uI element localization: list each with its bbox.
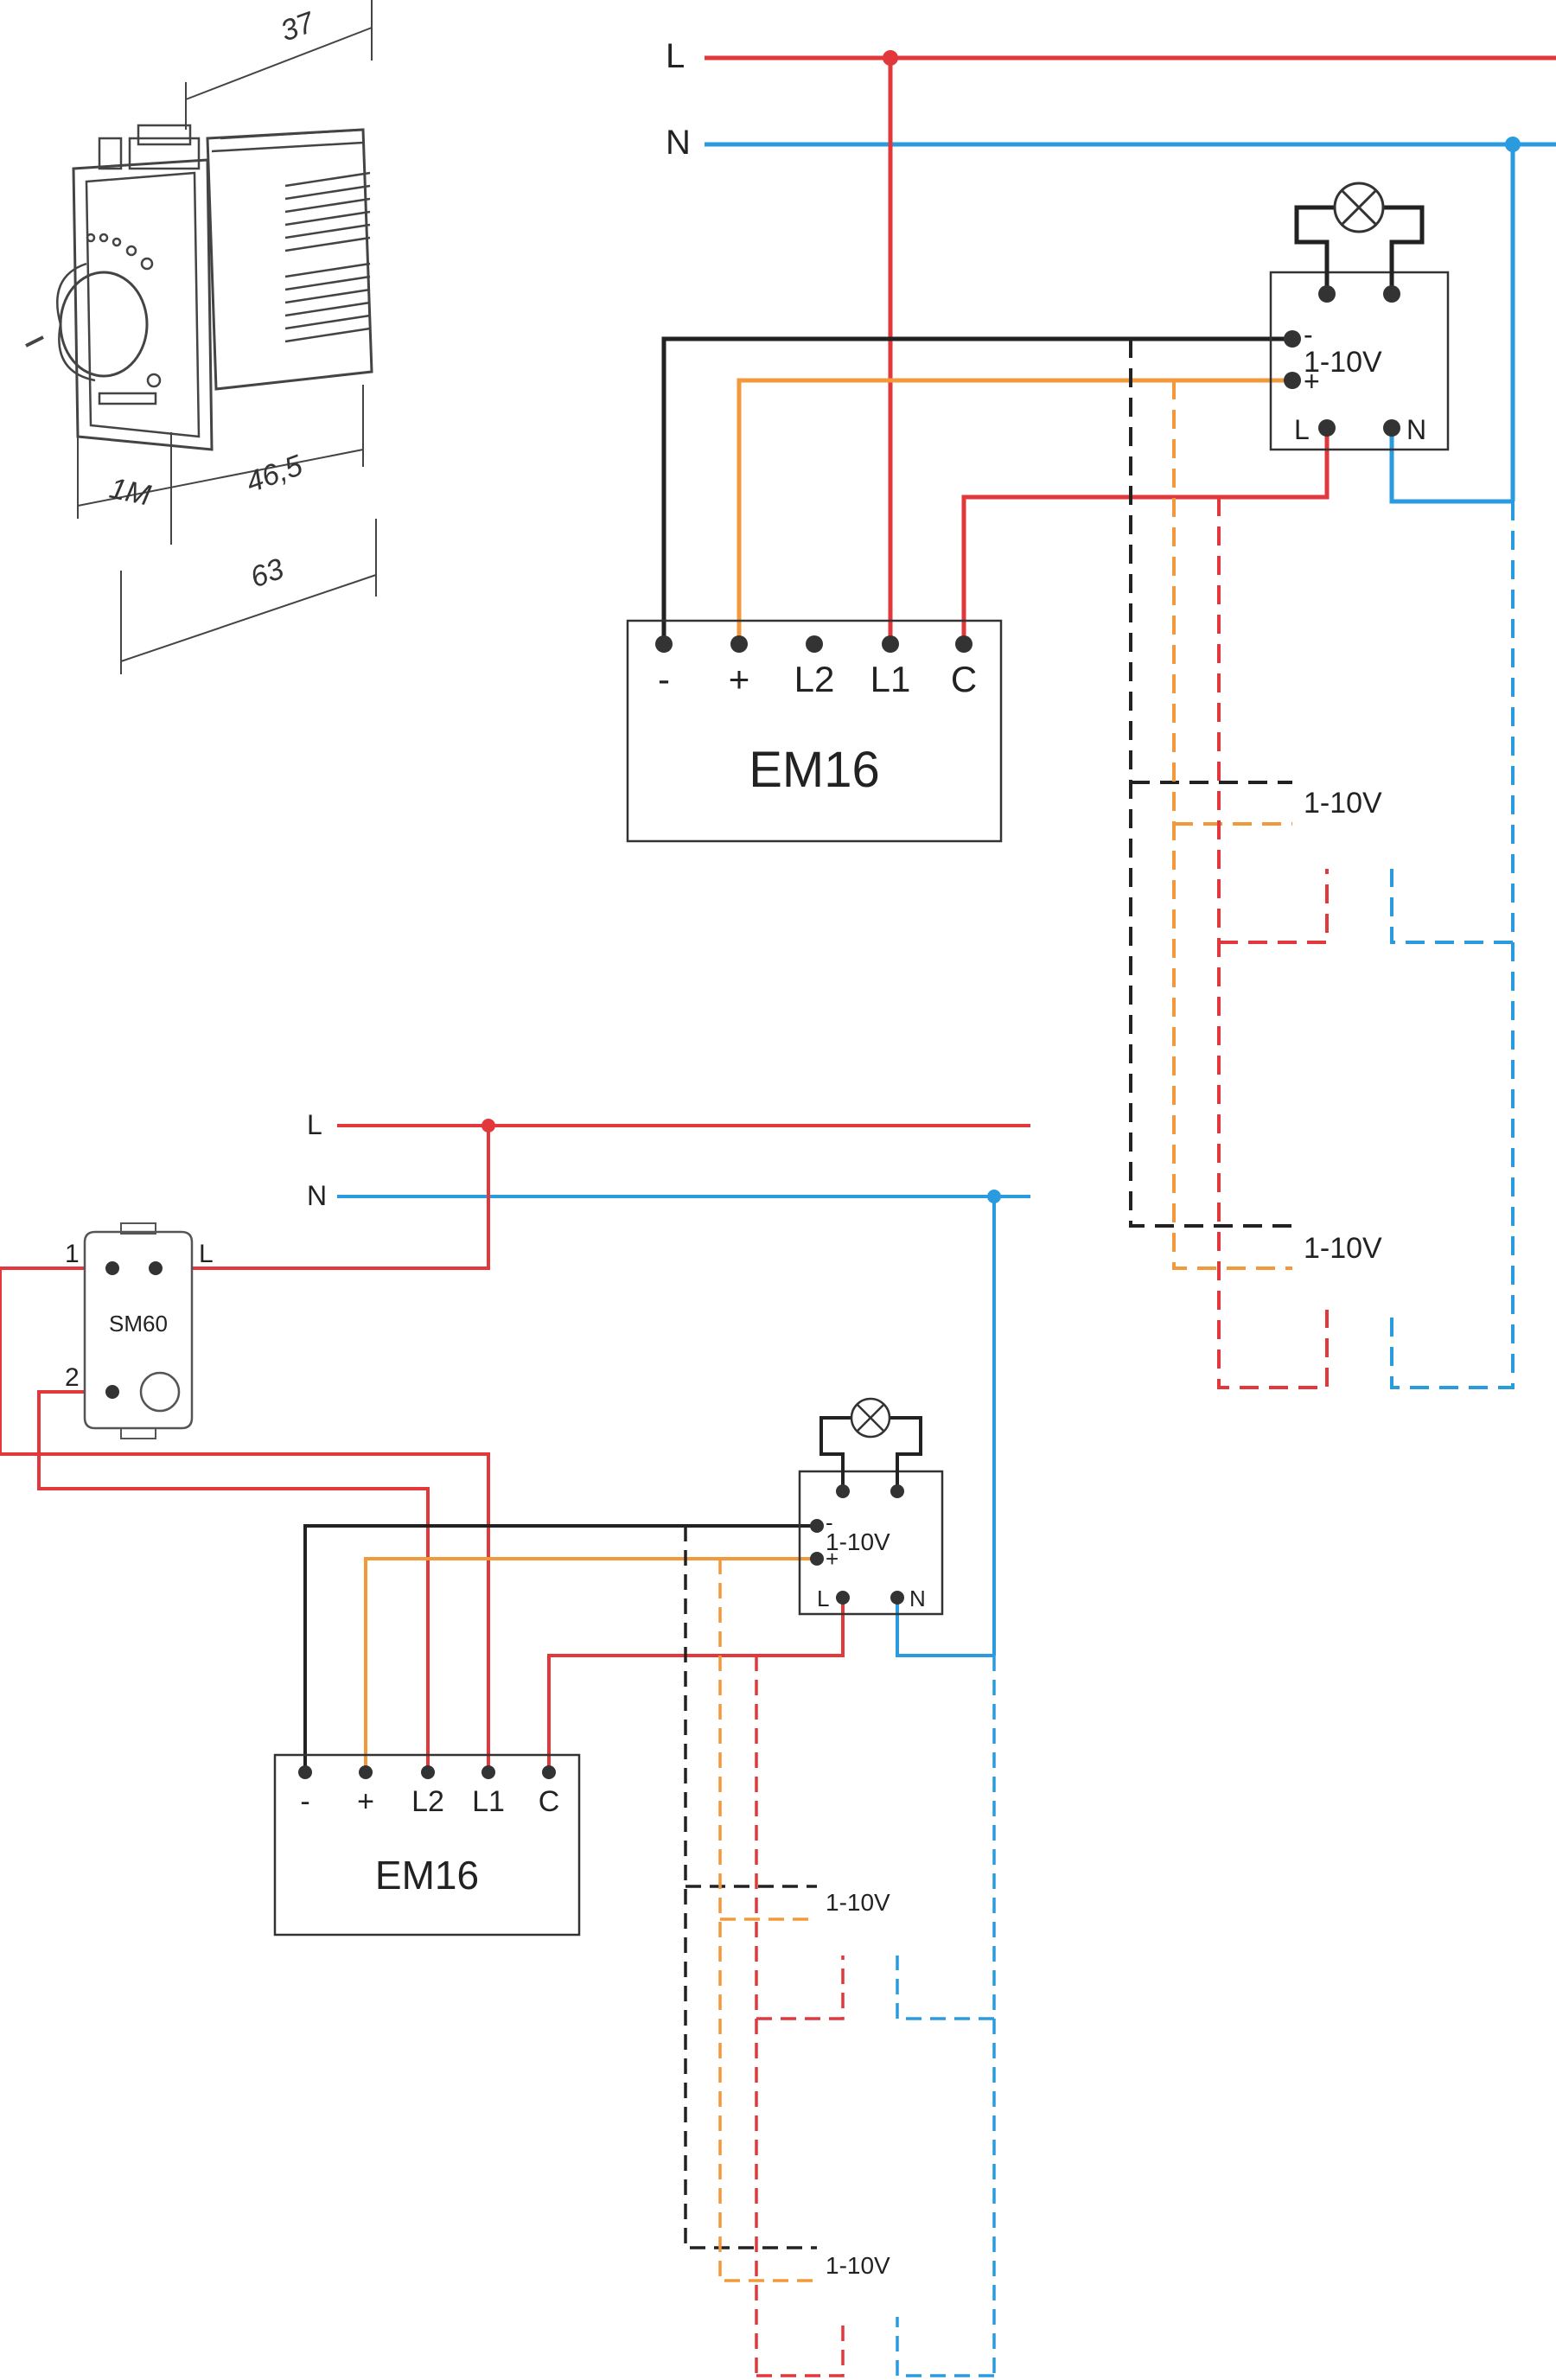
dim-depth-total-label: 63	[246, 552, 289, 595]
ballast-minus: -	[1304, 319, 1313, 350]
ballast-plus: +	[1304, 366, 1320, 397]
top-diagram: L N - + L2 L1 C EM16	[626, 37, 1556, 1389]
ballast-minus: -	[826, 1509, 833, 1535]
dim-depth-front-label: 46,5	[242, 449, 307, 499]
pushbutton-terminal-l: L	[199, 1240, 214, 1268]
terminal-c: C	[539, 1785, 560, 1818]
pushbutton-terminal-2: 2	[65, 1363, 80, 1392]
pushbutton-terminal-1: 1	[65, 1240, 80, 1268]
ballast-box	[798, 1470, 944, 1616]
lamp-icon	[819, 1397, 922, 1491]
knob-icon	[25, 262, 149, 382]
terminal-c: C	[951, 659, 977, 699]
ballast-l-label: L	[817, 1586, 829, 1611]
terminal-l1: L1	[870, 659, 911, 699]
ballast-n-label: N	[909, 1586, 926, 1611]
dim-width-label: 37	[277, 6, 320, 48]
extra-ballast-1-label: 1-10V	[1304, 787, 1382, 820]
terminal-l2: L2	[411, 1785, 444, 1818]
bottom-diagram: L N SM60 1 L 2 - +	[0, 1109, 1030, 2380]
ballast-l-label: L	[1294, 414, 1310, 445]
extra-ballast-1-label: 1-10V	[826, 1889, 890, 1916]
terminal-l1: L1	[472, 1785, 505, 1818]
dimmer-module-icon	[25, 0, 377, 674]
controller-box	[626, 619, 1003, 843]
terminal-l2: L2	[794, 659, 835, 699]
module-size-label: 1M	[106, 472, 154, 513]
ballast-signal-label: 1-10V	[826, 1528, 890, 1555]
controller-name: EM16	[749, 742, 880, 798]
ballast-box	[1269, 271, 1450, 451]
terminal-plus: +	[357, 1785, 374, 1818]
controller-box	[273, 1753, 581, 1937]
neutral-label: N	[307, 1180, 327, 1211]
pushbutton-body	[83, 1230, 194, 1430]
ballast-signal-label: 1-10V	[1304, 346, 1382, 379]
controller-name: EM16	[375, 1853, 479, 1898]
extra-ballast-2-label: 1-10V	[826, 2252, 890, 2279]
extra-ballast-2-label: 1-10V	[1304, 1232, 1382, 1265]
neutral-label: N	[666, 124, 691, 162]
terminal-plus: +	[729, 659, 750, 699]
pushbutton-name: SM60	[109, 1311, 168, 1337]
phase-label: L	[307, 1109, 322, 1140]
terminal-minus: -	[300, 1785, 309, 1818]
terminal-minus: -	[658, 659, 670, 699]
lamp-icon	[1294, 182, 1425, 294]
phase-label: L	[666, 37, 685, 75]
ballast-n-label: N	[1406, 414, 1426, 445]
ballast-plus: +	[826, 1546, 839, 1572]
